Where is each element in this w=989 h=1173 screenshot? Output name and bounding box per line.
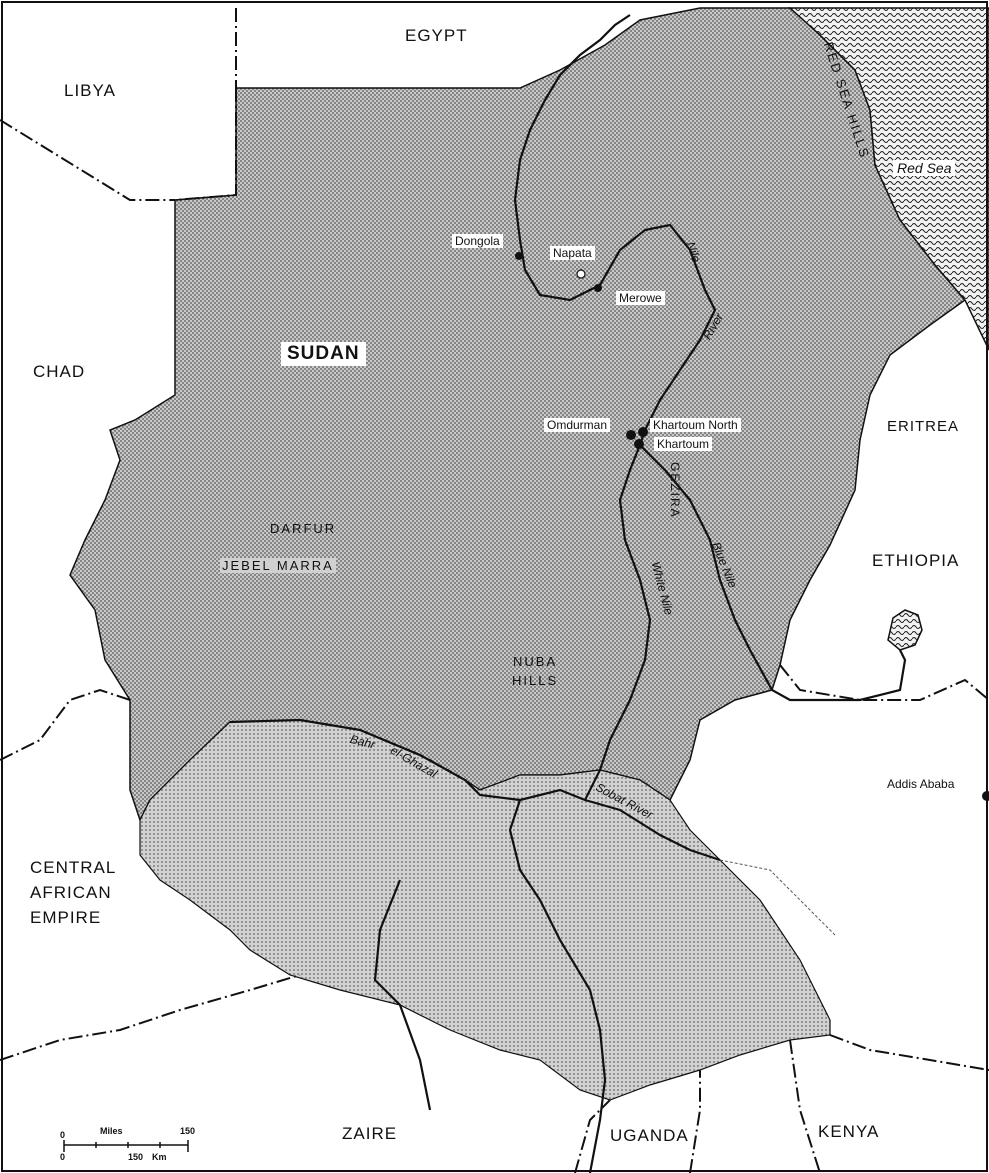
label-nuba: NUBA: [513, 654, 558, 669]
napata-marker: [576, 269, 586, 279]
label-khartoum-north: Khartoum North: [650, 418, 741, 432]
label-empire: EMPIRE: [30, 908, 102, 927]
scale-km-max: 150: [128, 1152, 144, 1162]
dongola-marker: [515, 252, 523, 260]
label-chad: CHAD: [33, 362, 86, 381]
scale-km-label: Km: [152, 1152, 167, 1162]
label-dongola: Dongola: [452, 234, 503, 248]
label-omdurman: Omdurman: [544, 418, 611, 432]
label-merowe: Merowe: [616, 291, 665, 305]
scale-miles-label: Miles: [100, 1126, 123, 1136]
label-sudan: SUDAN: [281, 342, 366, 366]
label-central-african-empire: CENTRAL AFRICAN EMPIRE: [30, 855, 116, 930]
label-jebel-marra: JEBEL MARRA: [220, 558, 336, 573]
label-zaire: ZAIRE: [342, 1124, 398, 1143]
scale-miles-zero: 0: [60, 1130, 66, 1140]
khartoum-north-marker: [638, 427, 648, 437]
label-darfur: DARFUR: [270, 521, 337, 536]
khartoum-marker: [634, 439, 644, 449]
label-addis-ababa: Addis Ababa: [887, 777, 955, 791]
international-borders: [0, 8, 989, 1173]
scale-bar: [63, 1140, 189, 1152]
label-libya: LIBYA: [64, 81, 116, 100]
label-egypt: EGYPT: [405, 26, 468, 45]
label-khartoum: Khartoum: [654, 437, 713, 451]
sudan-north-region: [69, 7, 967, 822]
label-gezira: GEZIRA: [668, 462, 682, 519]
label-napata: Napata: [550, 246, 595, 260]
merowe-marker: [594, 284, 602, 292]
scale-miles-max: 150: [180, 1126, 196, 1136]
label-hills: HILLS: [512, 673, 559, 688]
label-nuba-hills: NUBA HILLS: [512, 652, 558, 690]
label-red-sea: Red Sea: [893, 160, 956, 176]
red-sea: [788, 7, 989, 351]
label-african: AFRICAN: [30, 883, 112, 902]
label-central: CENTRAL: [30, 858, 117, 877]
scale-km-zero: 0: [60, 1152, 66, 1162]
rivers: [229, 14, 907, 1173]
label-eritrea: ERITREA: [887, 418, 960, 435]
omdurman-marker: [626, 430, 636, 440]
label-kenya: KENYA: [818, 1122, 880, 1141]
lake-tana: [887, 609, 923, 651]
label-uganda: UGANDA: [610, 1126, 689, 1145]
label-ethiopia: ETHIOPIA: [872, 551, 960, 570]
